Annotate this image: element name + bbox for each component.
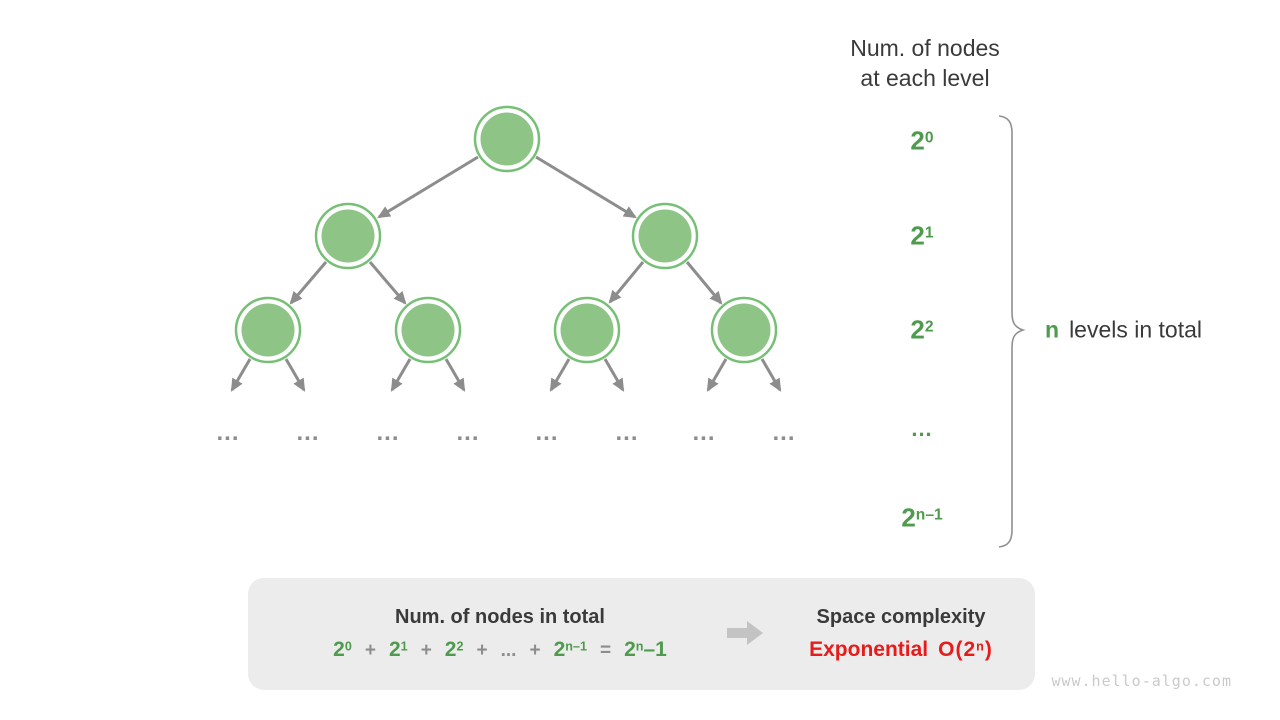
complexity-value: Exponential O(2n) bbox=[790, 638, 1012, 662]
levels-total-text: levels in total bbox=[1069, 316, 1203, 343]
complexity-big-o-prefix: O(2 bbox=[938, 638, 977, 661]
tree-ellipsis: ... bbox=[296, 419, 320, 446]
levels-brace bbox=[998, 115, 1026, 548]
binary-tree-diagram bbox=[230, 105, 1026, 548]
level-count-1: 21 bbox=[910, 221, 933, 252]
complexity-big-o-suffix: ) bbox=[984, 638, 993, 661]
formula-term-last-base: 2 bbox=[553, 638, 566, 661]
edge-root-left bbox=[377, 155, 479, 219]
levels-total-n: n bbox=[1045, 316, 1060, 343]
plus-operator: + bbox=[476, 640, 488, 661]
level-count-0-base: 2 bbox=[910, 125, 925, 156]
formula-result-suffix: –1 bbox=[643, 638, 667, 661]
edge-root-right bbox=[535, 155, 637, 219]
formula-result: 2n–1 bbox=[624, 638, 667, 662]
equals-operator: = bbox=[599, 640, 612, 661]
level-count-0: 20 bbox=[910, 126, 933, 157]
edge-cont-5 bbox=[549, 358, 571, 392]
nodes-total-formula: 20 + 21 + 22 + ... + 2n–1 = 2n–1 bbox=[270, 638, 730, 662]
edge-l1d bbox=[685, 261, 723, 305]
formula-term-1: 21 bbox=[389, 638, 408, 662]
space-complexity-title: Space complexity bbox=[816, 606, 986, 628]
right-panel-header-line2: at each level bbox=[860, 65, 990, 91]
formula-term-1-exp: 1 bbox=[400, 639, 408, 654]
formula-term-0-exp: 0 bbox=[344, 639, 352, 654]
summary-box-right-column: Space complexity Exponential O(2n) bbox=[790, 578, 1012, 690]
edge-cont-6 bbox=[603, 358, 625, 392]
edge-cont-4 bbox=[444, 358, 466, 392]
formula-term-2-base: 2 bbox=[444, 638, 457, 661]
implies-arrow-head bbox=[747, 621, 763, 645]
formula-term-last: 2n–1 bbox=[554, 638, 587, 662]
site-watermark: www.hello-algo.com bbox=[1051, 672, 1232, 690]
edge-cont-3 bbox=[390, 358, 412, 392]
plus-operator: + bbox=[420, 640, 432, 661]
formula-term-last-exp: n–1 bbox=[565, 639, 587, 654]
edge-l1a bbox=[289, 261, 328, 305]
tree-node-l2-3 bbox=[553, 296, 621, 364]
edge-cont-8 bbox=[760, 358, 782, 392]
tree-node-l2-2 bbox=[394, 296, 462, 364]
plus-operator: + bbox=[529, 640, 541, 661]
level-count-2-exp: 2 bbox=[924, 318, 934, 336]
level-count-ellipsis: ... bbox=[911, 416, 933, 441]
formula-term-1-base: 2 bbox=[388, 638, 401, 661]
level-count-2-base: 2 bbox=[910, 314, 925, 345]
tree-node-l2-4 bbox=[710, 296, 778, 364]
complexity-big-o-exp: n bbox=[976, 639, 985, 654]
tree-ellipsis: ... bbox=[615, 419, 639, 446]
right-panel-header-line1: Num. of nodes bbox=[850, 35, 1000, 61]
edge-cont-7 bbox=[706, 358, 728, 392]
complexity-big-o: O(2n) bbox=[938, 638, 993, 661]
tree-ellipsis: ... bbox=[456, 419, 480, 446]
formula-term-0-base: 2 bbox=[333, 638, 345, 661]
tree-node-root bbox=[473, 105, 541, 173]
level-count-n-base: 2 bbox=[901, 502, 916, 533]
formula-term-0: 20 bbox=[333, 638, 352, 662]
tree-ellipsis: ... bbox=[216, 419, 240, 446]
level-count-n: 2n–1 bbox=[901, 503, 942, 534]
complexity-label: Exponential bbox=[809, 638, 929, 661]
summary-box bbox=[248, 578, 1035, 690]
right-panel-header: Num. of nodes at each level bbox=[800, 33, 1050, 93]
edge-cont-1 bbox=[230, 358, 252, 392]
formula-ellipsis: ... bbox=[500, 640, 517, 661]
level-count-n-exp: n–1 bbox=[915, 506, 943, 524]
plus-operator: + bbox=[364, 640, 376, 661]
level-count-1-exp: 1 bbox=[924, 224, 934, 242]
edge-l1b bbox=[368, 261, 407, 305]
tree-node-l1-right bbox=[631, 202, 699, 270]
summary-box-left-column: Num. of nodes in total 20 + 21 + 22 + ..… bbox=[270, 578, 730, 690]
formula-result-base: 2 bbox=[624, 638, 636, 661]
formula-result-exp: n bbox=[635, 639, 644, 654]
edge-cont-2 bbox=[284, 358, 306, 392]
tree-nodes bbox=[234, 105, 778, 364]
tree-ellipsis: ... bbox=[376, 419, 400, 446]
level-count-2: 22 bbox=[910, 315, 933, 346]
tree-ellipsis: ... bbox=[535, 419, 559, 446]
level-count-0-exp: 0 bbox=[924, 129, 934, 147]
edge-l1c bbox=[608, 261, 645, 304]
tree-edges bbox=[230, 155, 782, 392]
levels-total-label: n levels in total bbox=[1045, 317, 1202, 344]
tree-ellipsis: ... bbox=[772, 419, 796, 446]
implies-arrow-shaft bbox=[727, 628, 747, 638]
formula-term-2: 22 bbox=[445, 638, 464, 662]
tree-node-l2-1 bbox=[234, 296, 302, 364]
implies-arrow-icon bbox=[727, 621, 765, 645]
nodes-total-title: Num. of nodes in total bbox=[395, 606, 605, 628]
tree-node-l1-left bbox=[314, 202, 382, 270]
level-count-1-base: 2 bbox=[910, 220, 925, 251]
tree-ellipsis: ... bbox=[692, 419, 716, 446]
formula-term-2-exp: 2 bbox=[456, 639, 464, 654]
